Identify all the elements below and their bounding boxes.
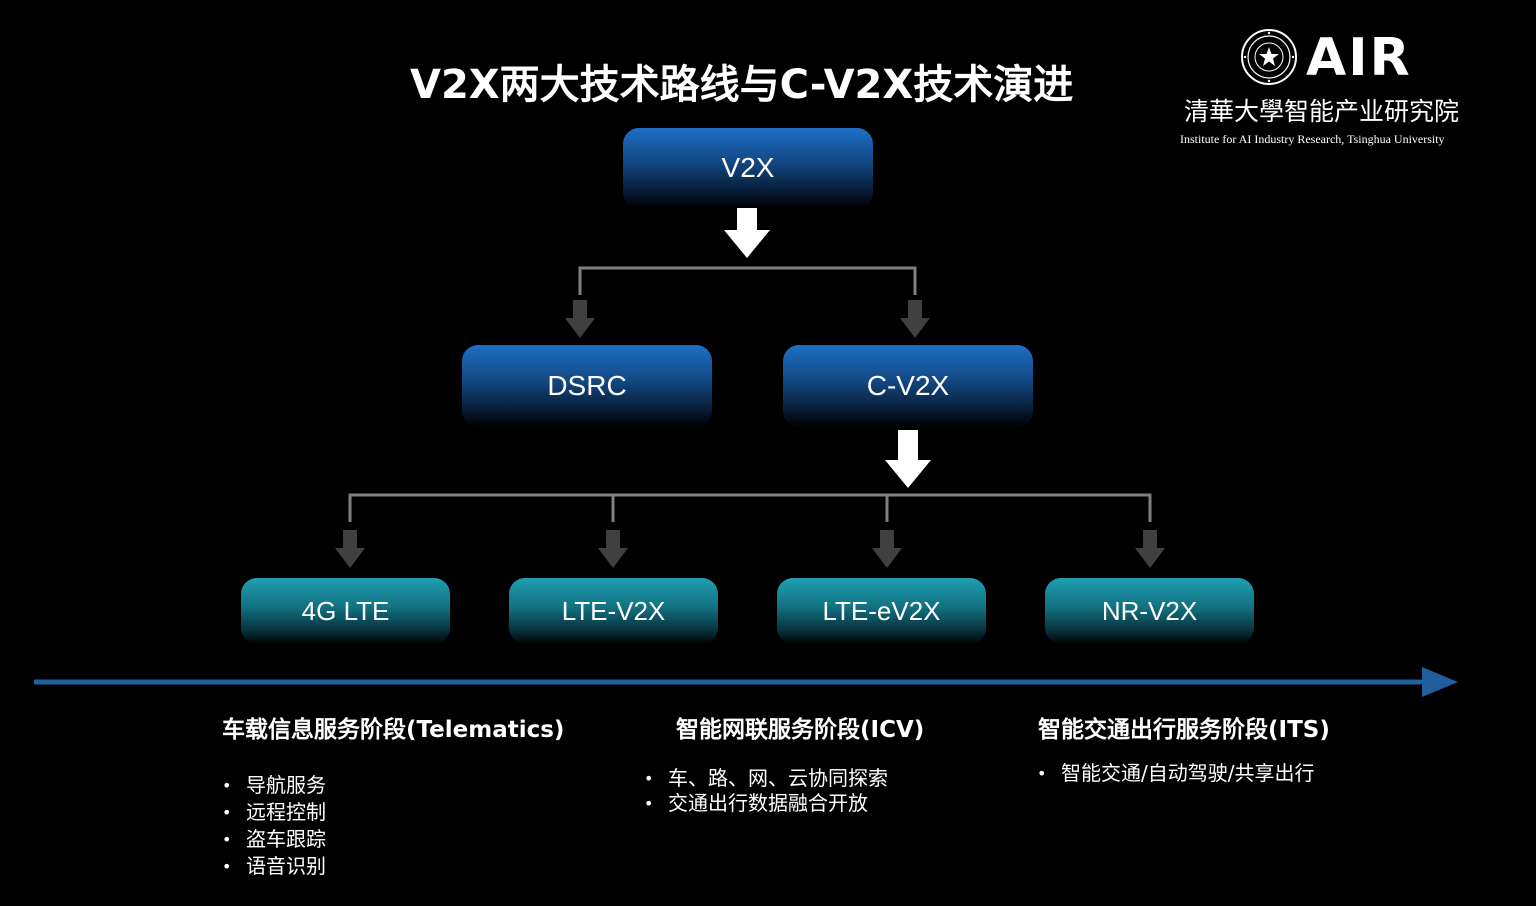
list-item: 导航服务	[222, 772, 326, 799]
branch-line-top	[578, 266, 917, 295]
down-arrow-icon	[598, 530, 628, 568]
node-nr-v2x: NR-V2X	[1045, 578, 1254, 644]
node-lte-ev2x: LTE-eV2X	[777, 578, 986, 644]
tsinghua-seal-icon	[1241, 29, 1297, 85]
list-item: 智能交通/自动驾驶/共享出行	[1037, 760, 1314, 787]
stage-list-telematics: 导航服务 远程控制 盗车跟踪 语音识别	[222, 772, 326, 880]
branch-line-bottom	[348, 493, 1152, 522]
node-dsrc: DSRC	[462, 345, 712, 427]
logo-brand: AIR	[1306, 28, 1412, 88]
list-item: 语音识别	[222, 853, 326, 880]
node-c-v2x: C-V2X	[783, 345, 1033, 427]
down-arrow-icon	[900, 300, 930, 338]
down-arrow-icon	[565, 300, 595, 338]
node-lte-v2x: LTE-V2X	[509, 578, 718, 644]
timeline-arrow-icon	[1422, 667, 1458, 697]
down-arrow-icon	[872, 530, 902, 568]
logo: AIR 清華大學智能产业研究院 Institute for AI Industr…	[1178, 26, 1498, 156]
stage-list-icv: 车、路、网、云协同探索 交通出行数据融合开放	[644, 766, 888, 816]
stage-title-telematics: 车载信息服务阶段(Telematics)	[222, 717, 565, 743]
list-item: 远程控制	[222, 799, 326, 826]
list-item: 交通出行数据融合开放	[644, 791, 888, 816]
node-4g-lte: 4G LTE	[241, 578, 450, 644]
node-v2x: V2X	[623, 128, 873, 208]
down-arrow-icon	[885, 430, 931, 488]
down-arrow-icon	[335, 530, 365, 568]
list-item: 盗车跟踪	[222, 826, 326, 853]
down-arrow-icon	[1135, 530, 1165, 568]
list-item: 车、路、网、云协同探索	[644, 766, 888, 791]
stage-title-icv: 智能网联服务阶段(ICV)	[676, 717, 925, 743]
page-title: V2X两大技术路线与C-V2X技术演进	[410, 62, 1074, 108]
down-arrow-icon	[724, 200, 770, 258]
logo-name-cn: 清華大學智能产业研究院	[1184, 97, 1460, 126]
stage-list-its: 智能交通/自动驾驶/共享出行	[1037, 760, 1314, 787]
stage-title-its: 智能交通出行服务阶段(ITS)	[1038, 717, 1330, 743]
logo-name-en: Institute for AI Industry Research, Tsin…	[1180, 132, 1445, 146]
